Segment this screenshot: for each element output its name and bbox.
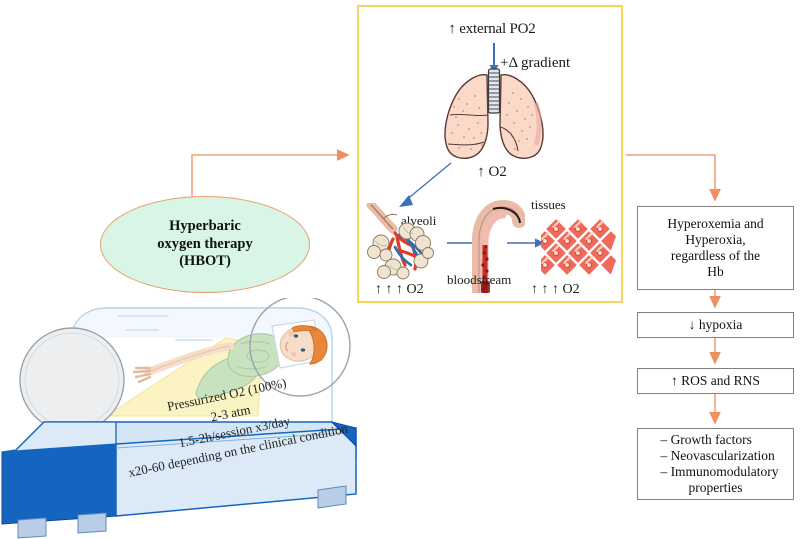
outcome-1-line-2: Hyperoxia, [685,231,746,247]
bloodstream-illustration [472,199,525,293]
chamber-end-cap-left [19,327,125,433]
alveoli-illustration [366,203,434,280]
lungs-illustration [444,43,544,159]
hbot-source-label: Hyperbaric oxygen therapy (HBOT) [157,218,252,271]
lung-o2-label: ↑ O2 [477,164,507,180]
outcome-4-line-4: properties [688,480,743,496]
outcome-1-line-1: Hyperoxemia and [667,215,764,231]
trachea-icon [487,68,501,114]
patient-figure [132,319,328,399]
alveoli-o2-label: ↑ ↑ ↑ O2 [375,282,424,297]
outcome-1-line-4: Hb [707,264,724,280]
tissues-label: tissues [531,197,566,212]
outcome-box-hypoxia: ↓ hypoxia [637,312,794,338]
outcome-box-hyperoxemia: Hyperoxemia and Hyperoxia, regardless of… [637,206,794,290]
outcome-4-line-3: – Immunomodulatory [660,464,779,479]
gradient-label: +Δ gradient [500,55,571,71]
hbot-line-3: (HBOT) [179,253,231,270]
connector-hbot-to-panel [191,149,350,200]
outcome-2-label: ↓ hypoxia [688,316,743,332]
outcome-1-line-3: regardless of the [670,248,761,263]
hyperbaric-chamber-illustration [1,298,357,539]
connector-panel-to-outcome [626,154,721,202]
tissues-o2-label: ↑ ↑ ↑ O2 [531,282,580,297]
hbot-line-2: oxygen therapy [157,235,253,252]
hbot-source-node: Hyperbaric oxygen therapy (HBOT) [100,196,310,293]
right-lung-icon [499,74,544,159]
outcome-box-ros-rns: ↑ ROS and RNS [637,368,794,394]
lungs-to-alveoli-arrow [399,162,452,207]
outcome-4-line-1: – Growth factors [660,431,752,447]
chamber-end-cap-right [249,298,351,397]
tissues-illustration [541,216,617,278]
hbot-line-1: Hyperbaric [169,217,241,234]
oxygen-transport-panel: ↑ external PO2 +Δ gradient [357,5,623,303]
outcome-4-line-2: – Neovascularization [660,447,775,463]
external-po2-label: ↑ external PO2 [448,21,536,37]
outcome-3-label: ↑ ROS and RNS [671,372,760,388]
outcome-box-effects: – Growth factors – Neovascularization – … [637,428,794,500]
bloodstream-to-tissues-arrow [507,238,545,248]
bloodstream-label: bloodstream [447,272,512,287]
left-lung-icon [444,74,489,159]
